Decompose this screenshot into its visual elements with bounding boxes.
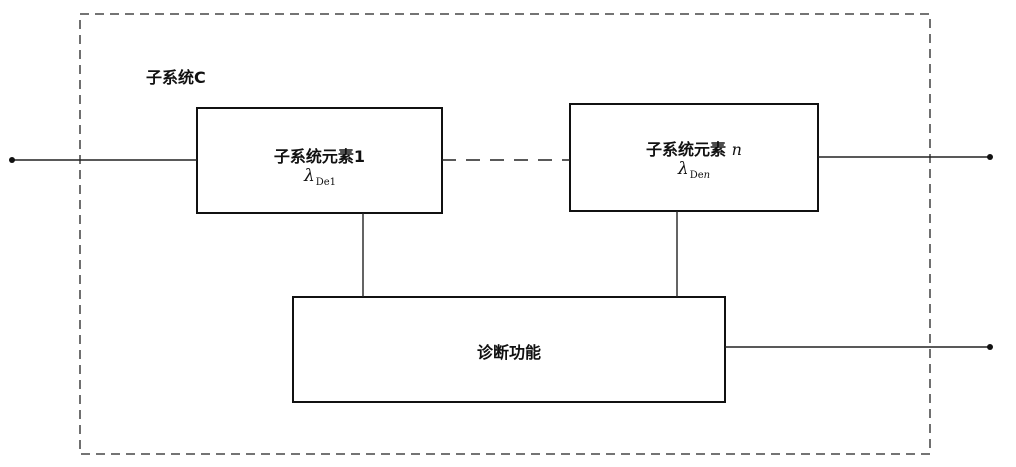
subsystem-label: 子系统C — [146, 68, 206, 87]
element-n-subscript-prefix: De — [689, 170, 704, 181]
element-n-failure-rate-subscript: Den — [690, 170, 710, 181]
element-1-failure-rate: λDe1 — [290, 166, 350, 188]
input-terminal — [9, 157, 15, 163]
subsystem-boundary — [79, 13, 931, 455]
element-n-label: 子系统元素 n — [570, 136, 818, 160]
element-n-subscript-index: n — [703, 170, 711, 181]
diagnostic-box — [292, 296, 726, 403]
element-n-label-prefix: 子系统元素 — [646, 140, 732, 159]
element-1-failure-rate-symbol: λ — [303, 166, 315, 186]
diagnostic-label: 诊断功能 — [476, 343, 541, 362]
element-n-failure-rate-symbol: λ — [677, 159, 689, 179]
element-1-label: 子系统元素1 — [273, 147, 366, 166]
element-n-box — [569, 103, 819, 212]
element-1-failure-rate-subscript: De1 — [315, 177, 337, 188]
diagnostic-output-terminal — [987, 344, 993, 350]
element-n-label-index: n — [731, 140, 742, 159]
output-terminal — [987, 154, 993, 160]
element-1-box — [196, 107, 443, 214]
element-n-failure-rate: λDen — [664, 159, 724, 181]
